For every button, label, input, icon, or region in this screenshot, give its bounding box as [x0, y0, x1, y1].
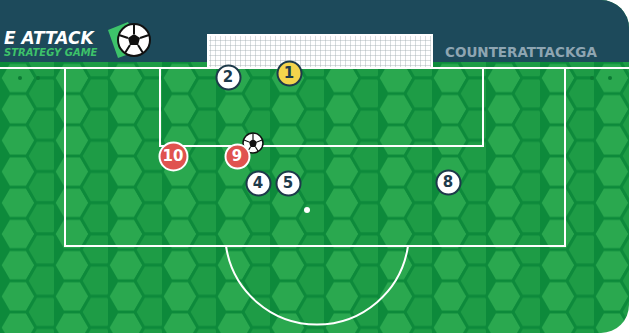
logo-subtitle: STRATEGY GAME [4, 47, 97, 58]
player-number: 9 [224, 143, 251, 170]
player-number: 8 [435, 169, 462, 196]
player-number: 10 [158, 141, 189, 172]
player-token: 4 [245, 170, 272, 197]
watermark: COUNTERATTACKGA [445, 44, 597, 60]
player-number: 1 [276, 60, 303, 87]
player-token: 9 [224, 143, 251, 170]
player-token: 2 [215, 64, 242, 91]
player-number: 4 [245, 170, 272, 197]
logo-text: E ATTACK [4, 28, 94, 48]
player-number: 2 [215, 64, 242, 91]
player-token: 5 [275, 170, 302, 197]
player-token: 1 [276, 60, 303, 87]
player-number: 5 [275, 170, 302, 197]
player-token: 8 [435, 169, 462, 196]
player-token: 10 [158, 141, 189, 172]
